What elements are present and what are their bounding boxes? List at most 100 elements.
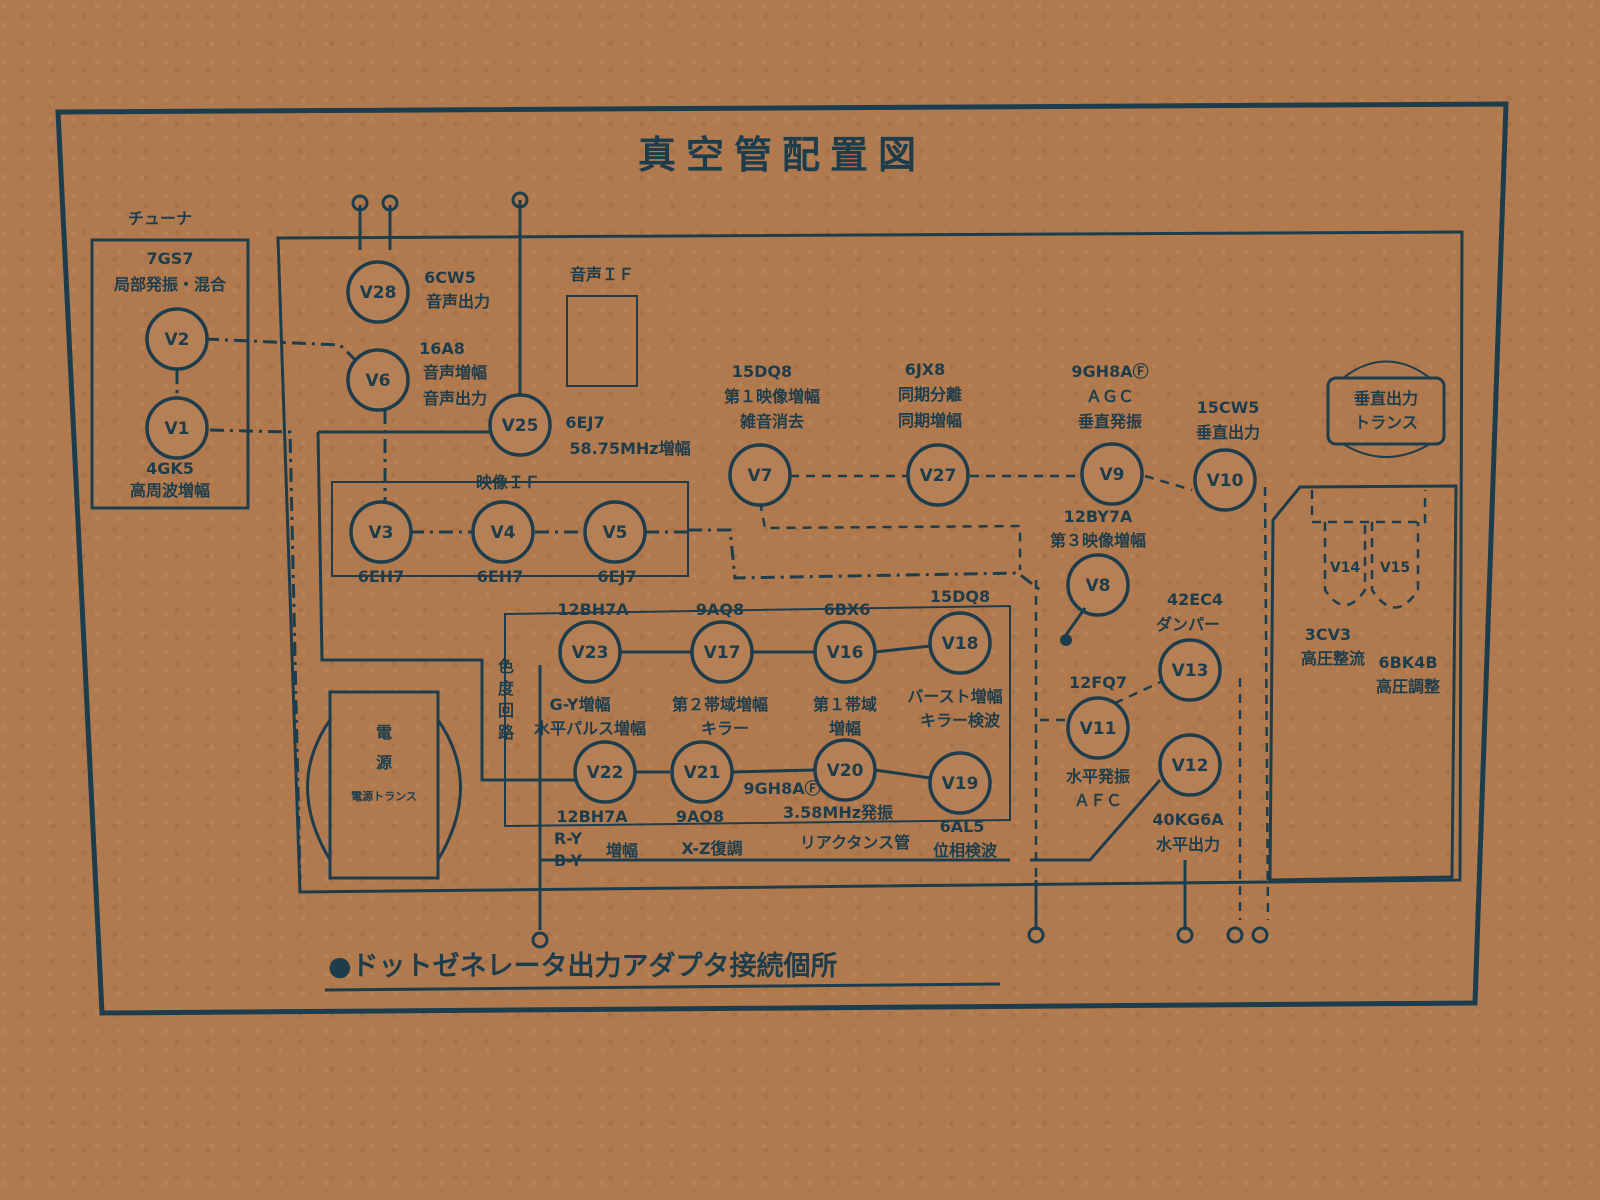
- chroma-chain-top: [615, 644, 931, 654]
- v10-func: 垂直出力: [1196, 423, 1260, 442]
- v15-id: V15: [1380, 560, 1410, 576]
- tube-v22: V22: [573, 740, 637, 804]
- svg-text:V23: V23: [572, 643, 609, 663]
- tube-v16: V16: [813, 620, 877, 684]
- tube-v5: V5: [583, 500, 647, 564]
- v27-func2: 同期増幅: [898, 411, 962, 430]
- v20-func: 3.58MHz発振: [783, 803, 893, 822]
- tube-v1: V1: [145, 396, 209, 460]
- power-trans-label-3: 電源トランス: [351, 789, 417, 803]
- video-if-label: 映像ＩＦ: [476, 473, 540, 492]
- tube-v28: V28: [346, 260, 410, 324]
- tube-v8: V8: [1066, 553, 1130, 617]
- chroma-label-4: 路: [498, 723, 515, 742]
- v14-func: 高圧整流: [1301, 649, 1365, 668]
- tube-v17: V17: [690, 620, 754, 684]
- svg-text:V19: V19: [942, 774, 979, 794]
- v17-func2: キラー: [701, 719, 749, 738]
- svg-text:V12: V12: [1172, 756, 1209, 776]
- v8-contrast-dot: [1060, 634, 1072, 646]
- v23-func2: 水平パルス増幅: [534, 719, 646, 738]
- tube-v7: V7: [728, 443, 792, 507]
- v2-type: 7GS7: [147, 249, 194, 268]
- vertical-transformer-cap: [1342, 360, 1431, 458]
- svg-text:V28: V28: [360, 283, 397, 303]
- v12-type: 40KG6A: [1152, 810, 1224, 829]
- v9-func: ＡＧＣ: [1086, 387, 1134, 406]
- v15-type: 6BK4B: [1378, 653, 1437, 672]
- page-title: 真空管配置図: [638, 133, 926, 177]
- chroma-chain-bottom: [635, 768, 931, 780]
- v22-type: 12BH7A: [556, 807, 628, 826]
- power-transformer-coil: [306, 719, 462, 861]
- svg-text:V7: V7: [748, 466, 773, 486]
- v3-type: 6EH7: [358, 567, 405, 586]
- svg-text:V9: V9: [1100, 465, 1125, 485]
- v22-func2: B-Y: [554, 851, 582, 870]
- power-trans-label-1: 電: [376, 723, 392, 742]
- v6-type: 16A8: [419, 339, 465, 358]
- terminal: [1176, 926, 1194, 944]
- v16-func2: 増幅: [829, 719, 861, 738]
- v8-type: 12BY7A: [1064, 507, 1133, 526]
- tuner-box: [90, 238, 250, 510]
- v18-func2: キラー検波: [920, 711, 1001, 730]
- terminal: [381, 194, 399, 212]
- hv-section: [1268, 484, 1458, 882]
- tube-v9: V9: [1080, 442, 1144, 506]
- v6-func2: 音声出力: [423, 389, 487, 408]
- v18-type: 15DQ8: [930, 587, 990, 606]
- power-trans-label-2: 源: [376, 753, 392, 772]
- tube-v27: V27: [906, 443, 970, 507]
- tube-v18: V18: [928, 611, 992, 675]
- v8-func: 第３映像増幅: [1050, 531, 1146, 550]
- svg-text:V22: V22: [587, 763, 624, 783]
- horiz-link: [1040, 678, 1166, 722]
- svg-text:V20: V20: [827, 761, 864, 781]
- v20-type: 9GH8AⒻ: [743, 779, 820, 798]
- tube-v10: V10: [1193, 448, 1257, 512]
- hv-tube-top: [1310, 490, 1427, 524]
- v23-func: G-Y増幅: [549, 695, 610, 714]
- v22-func3: 増幅: [606, 841, 638, 860]
- tube-v20: V20: [813, 738, 877, 802]
- v22-func: R-Y: [554, 829, 583, 848]
- v18-func: バースト増幅: [907, 687, 1002, 706]
- v23-type: 12BH7A: [557, 600, 629, 619]
- svg-text:V17: V17: [704, 643, 741, 663]
- v17-func: 第２帯域増幅: [672, 695, 768, 714]
- v14-id: V14: [1330, 560, 1361, 576]
- v2-func: 局部発振・混合: [114, 275, 227, 294]
- v25-type: 6EJ7: [565, 413, 604, 432]
- chroma-label-3: 回: [498, 701, 514, 720]
- svg-text:V8: V8: [1086, 576, 1111, 596]
- chroma-label-2: 度: [498, 679, 515, 698]
- terminals: [351, 191, 1269, 949]
- v1-func: 高周波増幅: [130, 481, 210, 500]
- tube-v3: V3: [349, 500, 413, 564]
- sound-if-block: [566, 295, 638, 387]
- tube-v25: V25: [488, 393, 552, 457]
- terminal: [1226, 926, 1244, 944]
- sound-if-label: 音声ＩＦ: [570, 265, 634, 284]
- v1-type: 4GK5: [146, 459, 194, 478]
- v25-func: 58.75MHz増幅: [569, 439, 690, 458]
- power-transformer: [328, 690, 440, 880]
- v21-type: 9AQ8: [676, 807, 724, 826]
- chassis-outline: [276, 230, 1464, 894]
- tube-v2: V2: [145, 307, 209, 371]
- svg-text:V11: V11: [1080, 719, 1117, 739]
- footer-underline: [324, 982, 1001, 992]
- tube-v6: V6: [346, 348, 410, 412]
- svg-text:V5: V5: [603, 523, 628, 543]
- terminal: [1027, 926, 1045, 944]
- svg-text:V1: V1: [165, 419, 190, 439]
- chroma-link: [538, 665, 1162, 930]
- tube-v12: V12: [1158, 733, 1222, 797]
- svg-text:V10: V10: [1207, 471, 1244, 491]
- svg-text:V13: V13: [1172, 661, 1209, 681]
- signal-line-if-out: [688, 528, 1041, 592]
- v20-func2: リアクタンス管: [800, 833, 910, 852]
- v7-func: 第１映像増幅: [724, 387, 820, 406]
